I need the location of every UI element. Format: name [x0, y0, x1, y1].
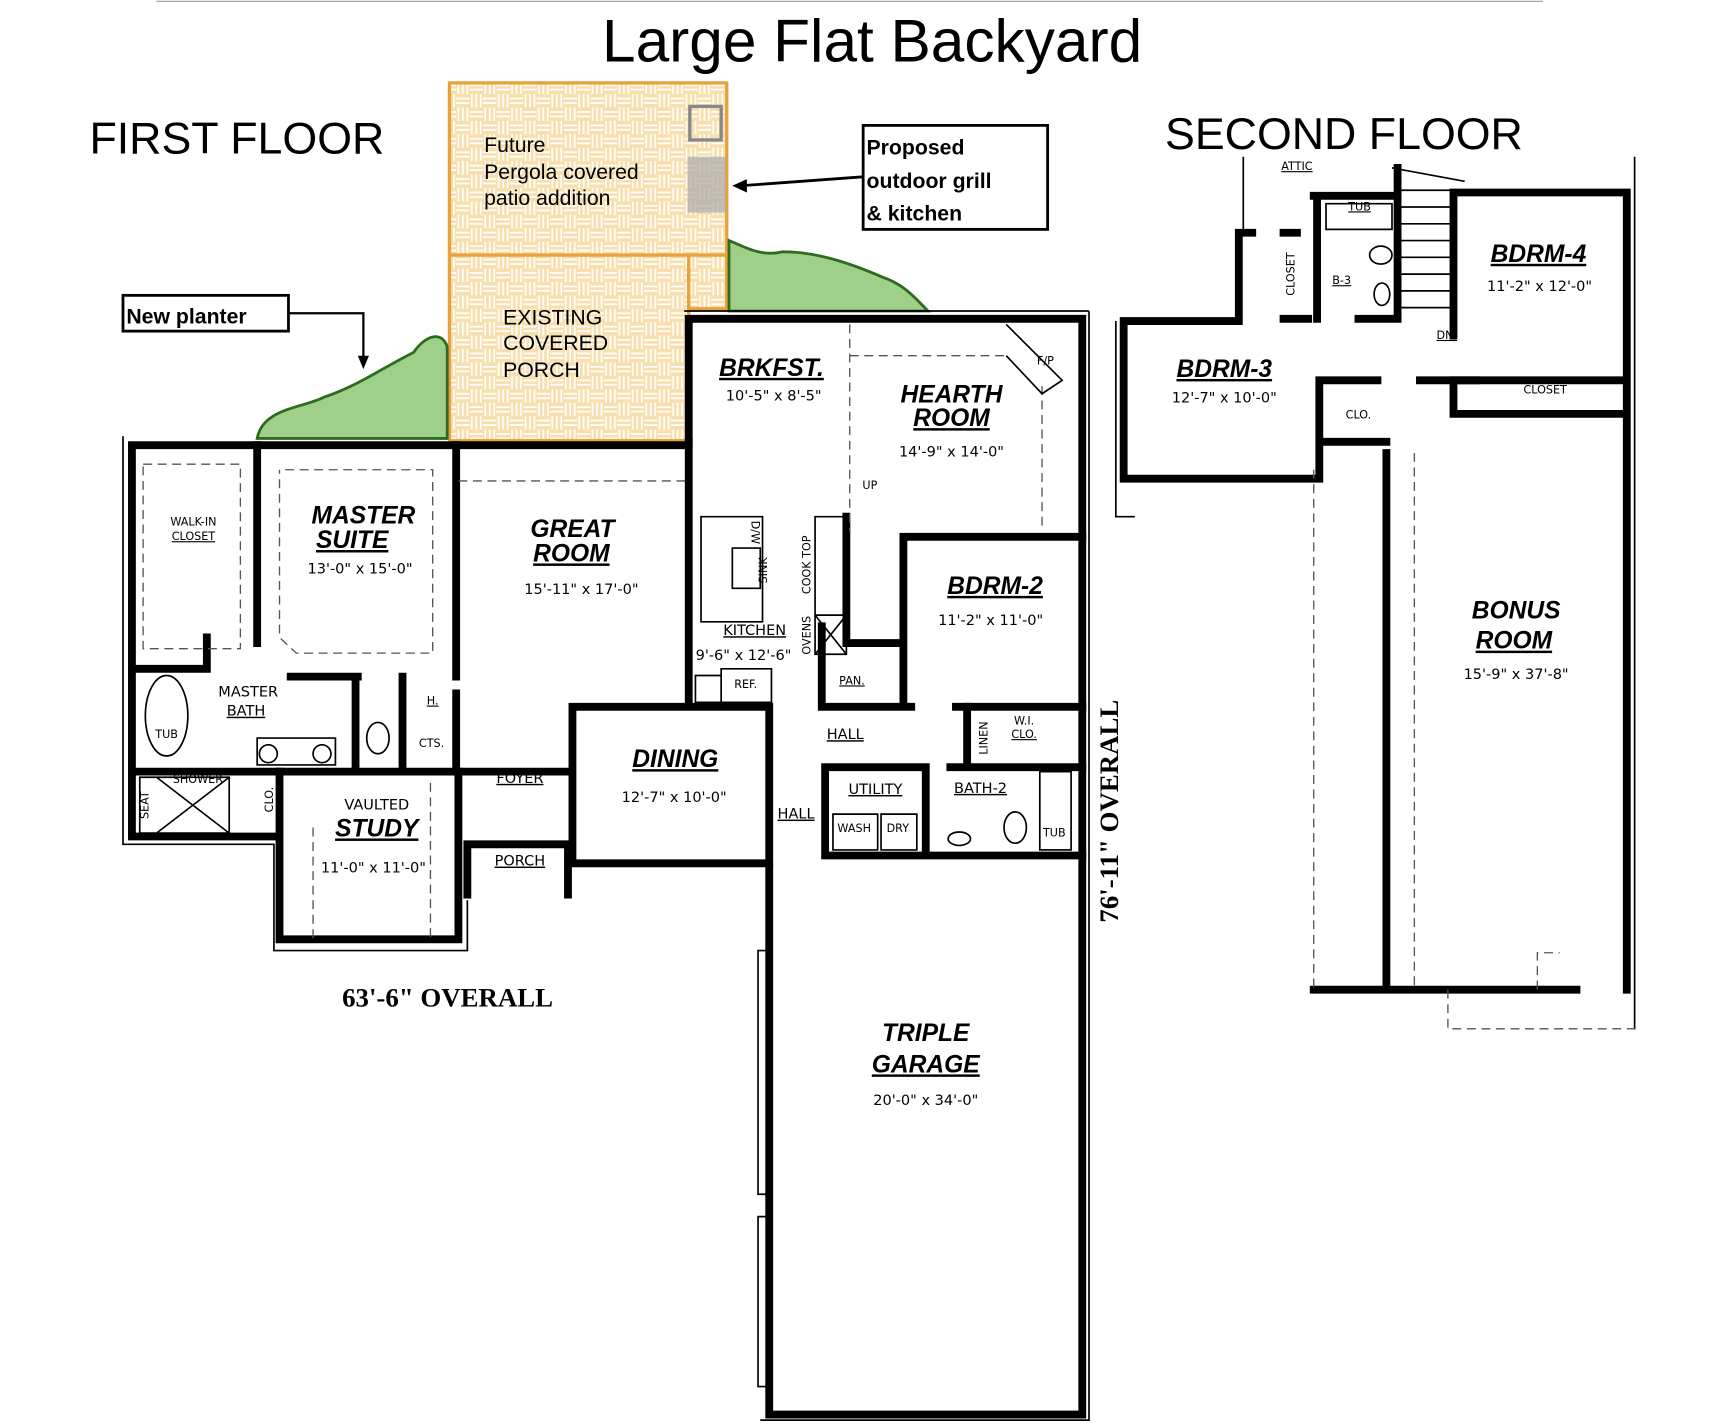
label: OVENS — [801, 616, 814, 655]
label: FOYER — [496, 771, 543, 787]
arrow-icon — [732, 179, 747, 193]
label: LINEN — [977, 721, 990, 754]
label: MASTER — [218, 685, 278, 701]
label: BATH-2 — [954, 781, 1007, 797]
label: UP — [862, 479, 877, 492]
second-floor-heading: SECOND FLOOR — [1165, 110, 1523, 159]
room-bdrm-2: BDRM-2 — [947, 573, 1043, 600]
label: 11'-2" x 11'-0" — [938, 613, 1043, 629]
label: outdoor grill — [867, 169, 992, 193]
room-hearth: HEARTH — [900, 382, 1003, 409]
label: VAULTED — [344, 798, 409, 814]
label: H. — [427, 695, 439, 708]
label: patio addition — [484, 186, 610, 210]
overall-width: 63'-6" OVERALL — [342, 982, 553, 1012]
label: ROOM — [533, 540, 610, 567]
label: PORCH — [503, 358, 580, 382]
room-bdrm-3: BDRM-3 — [1176, 356, 1272, 383]
kitchen-counter-icon — [687, 156, 726, 213]
label: 12'-7" x 10'-0" — [1172, 391, 1277, 407]
page-title: Large Flat Backyard — [602, 7, 1142, 75]
label: SUITE — [316, 527, 389, 554]
room-study: STUDY — [335, 815, 421, 842]
planter-left — [255, 335, 449, 440]
label: CLOSET — [1285, 252, 1298, 296]
label: 13'-0" x 15'-0" — [307, 562, 412, 578]
grill-callout: Proposed outdoor grill & kitchen — [732, 124, 1050, 231]
planter-callout: New planter — [121, 293, 369, 370]
room-dining: DINING — [632, 746, 718, 773]
room-bonus: BONUS — [1472, 597, 1561, 624]
room-bdrm-4: BDRM-4 — [1491, 241, 1587, 268]
label: CLOSET — [1523, 384, 1567, 397]
label: Proposed — [867, 135, 965, 159]
label: 11'-2" x 12'-0" — [1487, 279, 1592, 295]
label: REF. — [734, 678, 757, 691]
label: & kitchen — [867, 201, 963, 225]
label: ROOM — [913, 405, 990, 432]
label: UTILITY — [849, 782, 903, 798]
room-garage: TRIPLE — [882, 1020, 970, 1047]
label: PORCH — [495, 854, 546, 870]
room-great-room: GREAT — [530, 516, 616, 543]
label: Future — [484, 133, 545, 157]
first-floor-labels: MASTER SUITE 13'-0" x 15'-0" WALK-IN CLO… — [139, 355, 1124, 1109]
label: CLO. — [1011, 728, 1037, 741]
label: GARAGE — [872, 1051, 980, 1078]
label: B-3 — [1332, 274, 1351, 287]
label: SINK — [757, 557, 770, 584]
label: ROOM — [1476, 628, 1553, 655]
label: TUB — [154, 728, 178, 741]
label: CLOSET — [172, 530, 216, 543]
pergola-area: Future Pergola covered patio addition EX… — [447, 81, 729, 443]
label: 15'-11" x 17'-0" — [524, 582, 638, 598]
label: ATTIC — [1281, 160, 1313, 173]
label: 12'-7" x 10'-0" — [622, 790, 727, 806]
label: TUB — [1042, 826, 1066, 839]
label: COVERED — [503, 331, 608, 355]
label: Pergola covered — [484, 160, 639, 184]
label: 10'-5" x 8'-5" — [726, 388, 822, 404]
label: W.I. — [1014, 715, 1034, 728]
label: SEAT — [139, 791, 152, 819]
label: EXISTING — [503, 305, 602, 329]
room-kitchen: KITCHEN — [723, 623, 786, 639]
label: PAN. — [839, 674, 865, 687]
label: CTS. — [419, 737, 444, 750]
second-floor-labels: ATTIC TUB CLOSET B-3 DN. BDRM-4 11'-2" x… — [1172, 160, 1592, 683]
second-floor-walls — [1114, 156, 1638, 1030]
arrow-icon — [357, 355, 369, 370]
label: New planter — [126, 304, 246, 328]
label: WASH — [837, 822, 871, 835]
label: TUB — [1347, 200, 1371, 213]
room-brkfst: BRKFST. — [719, 355, 824, 382]
grill-icon — [688, 104, 723, 142]
label: DRY — [887, 822, 910, 835]
label: 9'-6" x 12'-6" — [696, 648, 792, 664]
label: SHOWER — [173, 773, 223, 786]
first-floor-walls — [122, 310, 1090, 1421]
label: 15'-9" x 37'-8" — [1464, 667, 1569, 683]
label: BATH — [227, 704, 266, 720]
room-master-suite: MASTER — [311, 502, 415, 529]
label: D/W — [748, 521, 761, 544]
label: 20'-0" x 34'-0" — [873, 1093, 978, 1109]
label: CLO. — [263, 787, 276, 813]
label: COOK TOP — [801, 535, 814, 594]
label: CLO. — [1346, 408, 1372, 421]
label: WALK-IN — [170, 516, 216, 529]
planter-right — [727, 238, 932, 313]
overall-depth: 76'-11" OVERALL — [1094, 700, 1124, 923]
label: F/P — [1037, 355, 1054, 368]
label: 14'-9" x 14'-0" — [899, 444, 1004, 460]
label: DN. — [1437, 329, 1458, 342]
label: 11'-0" x 11'-0" — [321, 860, 426, 876]
first-floor-heading: FIRST FLOOR — [89, 114, 384, 163]
label: HALL — [827, 727, 865, 743]
label: HALL — [778, 807, 816, 823]
